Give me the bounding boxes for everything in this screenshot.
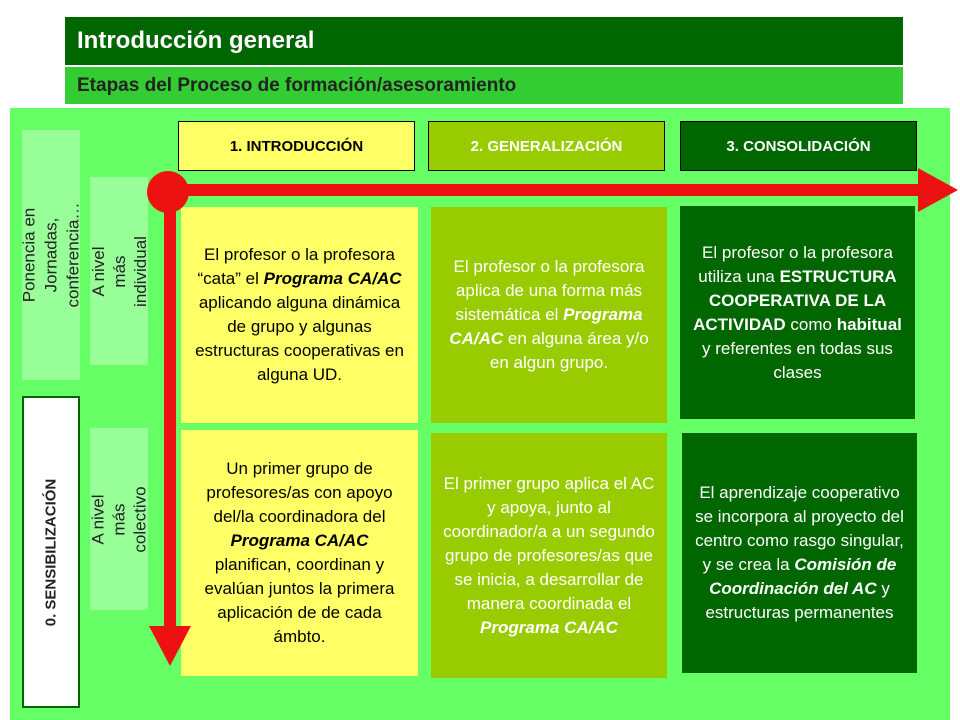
cell-individual-generalization: El profesor o la profesora aplica de una… xyxy=(431,207,667,423)
cell-text: El profesor o la profesora “cata” el Pro… xyxy=(191,243,408,387)
stage-0-sensitization: 0. SENSIBILIZACIÓN xyxy=(22,396,80,708)
stage-header-consolidation: 3. CONSOLIDACIÓN xyxy=(680,121,917,171)
text-run: y referentes en todas sus clases xyxy=(702,338,893,382)
text-run: El primer grupo aplica el AC y apoya, ju… xyxy=(443,473,655,613)
cell-individual-introduction: El profesor o la profesora “cata” el Pro… xyxy=(181,207,418,423)
cell-collective-generalization: El primer grupo aplica el AC y apoya, ju… xyxy=(431,433,667,678)
cell-text: El profesor o la profesora utiliza una E… xyxy=(690,241,905,385)
stage-header-generalization: 2. GENERALIZACIÓN xyxy=(428,121,665,171)
cell-text: El primer grupo aplica el AC y apoya, ju… xyxy=(441,472,657,640)
text-run: Un primer grupo de profesores/as con apo… xyxy=(206,459,393,526)
emphasis-text: ESTRUCTURA COOPERATIVA DE LA ACTIVIDAD xyxy=(693,266,897,334)
cell-text: El profesor o la profesora aplica de una… xyxy=(441,255,657,375)
level-individual-label: A nivel más individual xyxy=(88,235,150,307)
page-subtitle: Etapas del Proceso de formación/asesoram… xyxy=(65,67,903,104)
stage-header-introduction: 1. INTRODUCCIÓN xyxy=(178,121,415,171)
awareness-activity-label: Ponencia en Jornadas, conferencia… xyxy=(19,130,82,380)
text-run: El profesor o la profesora “cata” el xyxy=(197,245,395,288)
cell-text: Un primer grupo de profesores/as con apo… xyxy=(191,457,408,649)
cell-collective-introduction: Un primer grupo de profesores/as con apo… xyxy=(181,430,418,676)
page-title: Introducción general xyxy=(65,17,903,65)
cell-individual-consolidation: El profesor o la profesora utiliza una E… xyxy=(680,206,915,419)
text-run: El profesor o la profesora utiliza una xyxy=(698,242,893,286)
emphasis-text: Programa CA/AC xyxy=(263,269,402,288)
emphasis-text: Comisión de Coordinación del AC xyxy=(709,555,897,598)
emphasis-text: Programa CA/AC xyxy=(480,617,618,637)
text-run: El profesor o la profesora aplica de una… xyxy=(453,257,645,324)
stage-0-label: 0. SENSIBILIZACIÓN xyxy=(42,478,60,626)
text-run: El aprendizaje cooperativo se incorpora … xyxy=(695,483,904,574)
awareness-activity-text: Ponencia en Jornadas, conferencia… xyxy=(19,202,83,308)
text-run: planifican, coordinan y evalúan juntos l… xyxy=(204,555,395,646)
emphasis-text: Programa CA/AC xyxy=(230,531,369,550)
cell-text: El aprendizaje cooperativo se incorpora … xyxy=(692,481,907,625)
level-collective-label: A nivel más colectivo xyxy=(88,485,150,553)
cell-collective-consolidation: El aprendizaje cooperativo se incorpora … xyxy=(682,433,917,673)
emphasis-text: habitual xyxy=(836,314,902,334)
level-collective: A nivel más colectivo xyxy=(88,428,150,610)
text-run: y estructuras permanentes xyxy=(705,579,894,622)
text-run: como xyxy=(785,314,837,334)
level-individual: A nivel más individual xyxy=(88,177,150,365)
emphasis-text: Programa CA/AC xyxy=(449,305,643,348)
text-run: en alguna área y/o en algun grupo. xyxy=(489,329,649,372)
text-run: aplicando alguna dinámica de grupo y alg… xyxy=(195,293,404,384)
